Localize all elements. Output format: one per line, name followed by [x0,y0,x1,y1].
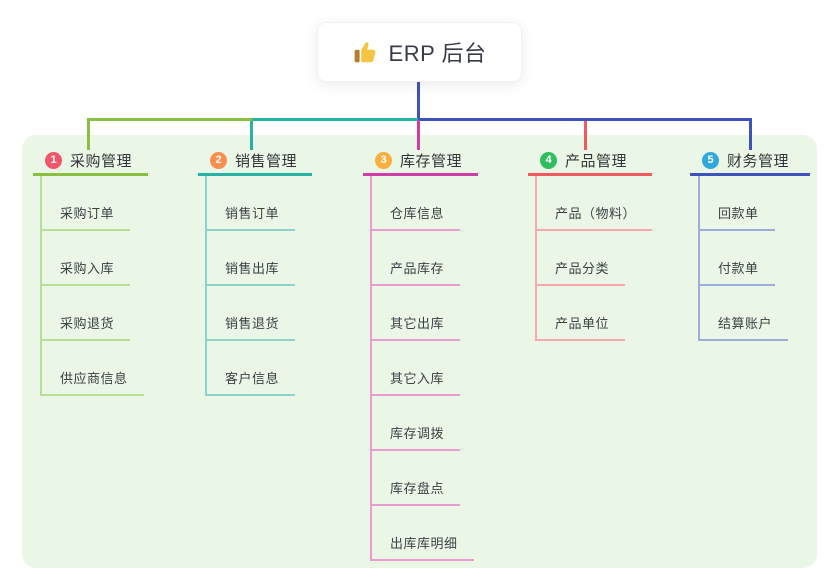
branch-header-product[interactable]: 4 产品管理 [528,147,652,176]
child-label: 其它出库 [390,316,445,331]
branch-badge: 3 [375,151,392,169]
child-node[interactable]: 采购退货 [42,286,131,341]
child-node[interactable]: 回款单 [700,176,775,231]
thumbs-up-icon [353,39,379,65]
child-node[interactable]: 产品单位 [537,286,626,341]
branch-header-sales[interactable]: 2 销售管理 [198,147,312,176]
branch-badge: 4 [540,151,557,169]
child-node[interactable]: 产品（物料） [537,176,653,231]
child-label: 销售出库 [225,261,280,276]
child-node[interactable]: 采购订单 [42,176,131,231]
child-label: 产品单位 [555,316,610,331]
branch-title: 采购管理 [70,152,133,170]
child-node[interactable]: 销售退货 [207,286,296,341]
branch-children-sales: 销售订单 销售出库 销售退货 客户信息 [205,176,296,396]
connector-drop-purchase [87,121,90,150]
root-node[interactable]: ERP 后台 [317,22,522,82]
child-node[interactable]: 采购入库 [42,231,131,286]
branch-header-purchase[interactable]: 1 采购管理 [33,147,148,176]
child-node[interactable]: 库存调拨 [372,396,461,451]
root-title: ERP 后台 [388,41,487,66]
child-node[interactable]: 销售订单 [207,176,296,231]
child-node[interactable]: 仓库信息 [372,176,461,231]
branch-badge: 1 [45,151,62,169]
child-label: 产品（物料） [555,206,637,221]
child-label: 库存盘点 [390,481,445,496]
child-node[interactable]: 结算账户 [700,286,789,341]
branch-title: 库存管理 [400,152,463,170]
child-node[interactable]: 产品库存 [372,231,461,286]
branches-panel [22,135,817,568]
child-label: 产品库存 [390,261,445,276]
child-label: 销售退货 [225,316,280,331]
branch-title: 财务管理 [727,152,790,170]
child-node[interactable]: 销售出库 [207,231,296,286]
branch-header-inventory[interactable]: 3 库存管理 [363,147,478,176]
branch-title: 产品管理 [565,152,628,170]
child-label: 供应商信息 [60,371,128,386]
child-label: 销售订单 [225,206,280,221]
child-label: 采购入库 [60,261,115,276]
child-node[interactable]: 库存盘点 [372,451,461,506]
connector-drop-inventory [417,120,420,150]
child-label: 出库库明细 [390,536,458,551]
child-label: 回款单 [718,206,759,221]
branch-badge: 5 [702,151,719,169]
child-node[interactable]: 其它入库 [372,341,461,396]
child-label: 付款单 [718,261,759,276]
child-node[interactable]: 付款单 [700,231,775,286]
connector-bus-left [87,118,252,121]
child-node[interactable]: 产品分类 [537,231,626,286]
child-label: 采购订单 [60,206,115,221]
branch-children-finance: 回款单 付款单 结算账户 [698,176,789,341]
child-label: 产品分类 [555,261,610,276]
child-node[interactable]: 客户信息 [207,341,296,396]
child-node[interactable]: 其它出库 [372,286,461,341]
child-label: 结算账户 [718,316,773,331]
child-label: 其它入库 [390,371,445,386]
branch-badge: 2 [210,151,227,169]
connector-drop-sales [250,121,253,150]
branch-title: 销售管理 [235,152,298,170]
child-label: 仓库信息 [390,206,445,221]
connector-bus-mid [252,118,418,121]
connector-bus-right [418,118,752,121]
child-node[interactable]: 出库库明细 [372,506,474,561]
branch-header-finance[interactable]: 5 财务管理 [690,147,810,176]
child-label: 客户信息 [225,371,280,386]
connector-drop-finance [749,121,752,150]
child-label: 库存调拨 [390,426,445,441]
child-node[interactable]: 供应商信息 [42,341,144,396]
branch-children-product: 产品（物料） 产品分类 产品单位 [535,176,653,341]
branch-children-purchase: 采购订单 采购入库 采购退货 供应商信息 [40,176,144,396]
branch-children-inventory: 仓库信息 产品库存 其它出库 其它入库 库存调拨 库存盘点 出库库明细 [370,176,474,561]
connector-drop-product [584,121,587,150]
connector-root-drop [417,82,420,118]
child-label: 采购退货 [60,316,115,331]
